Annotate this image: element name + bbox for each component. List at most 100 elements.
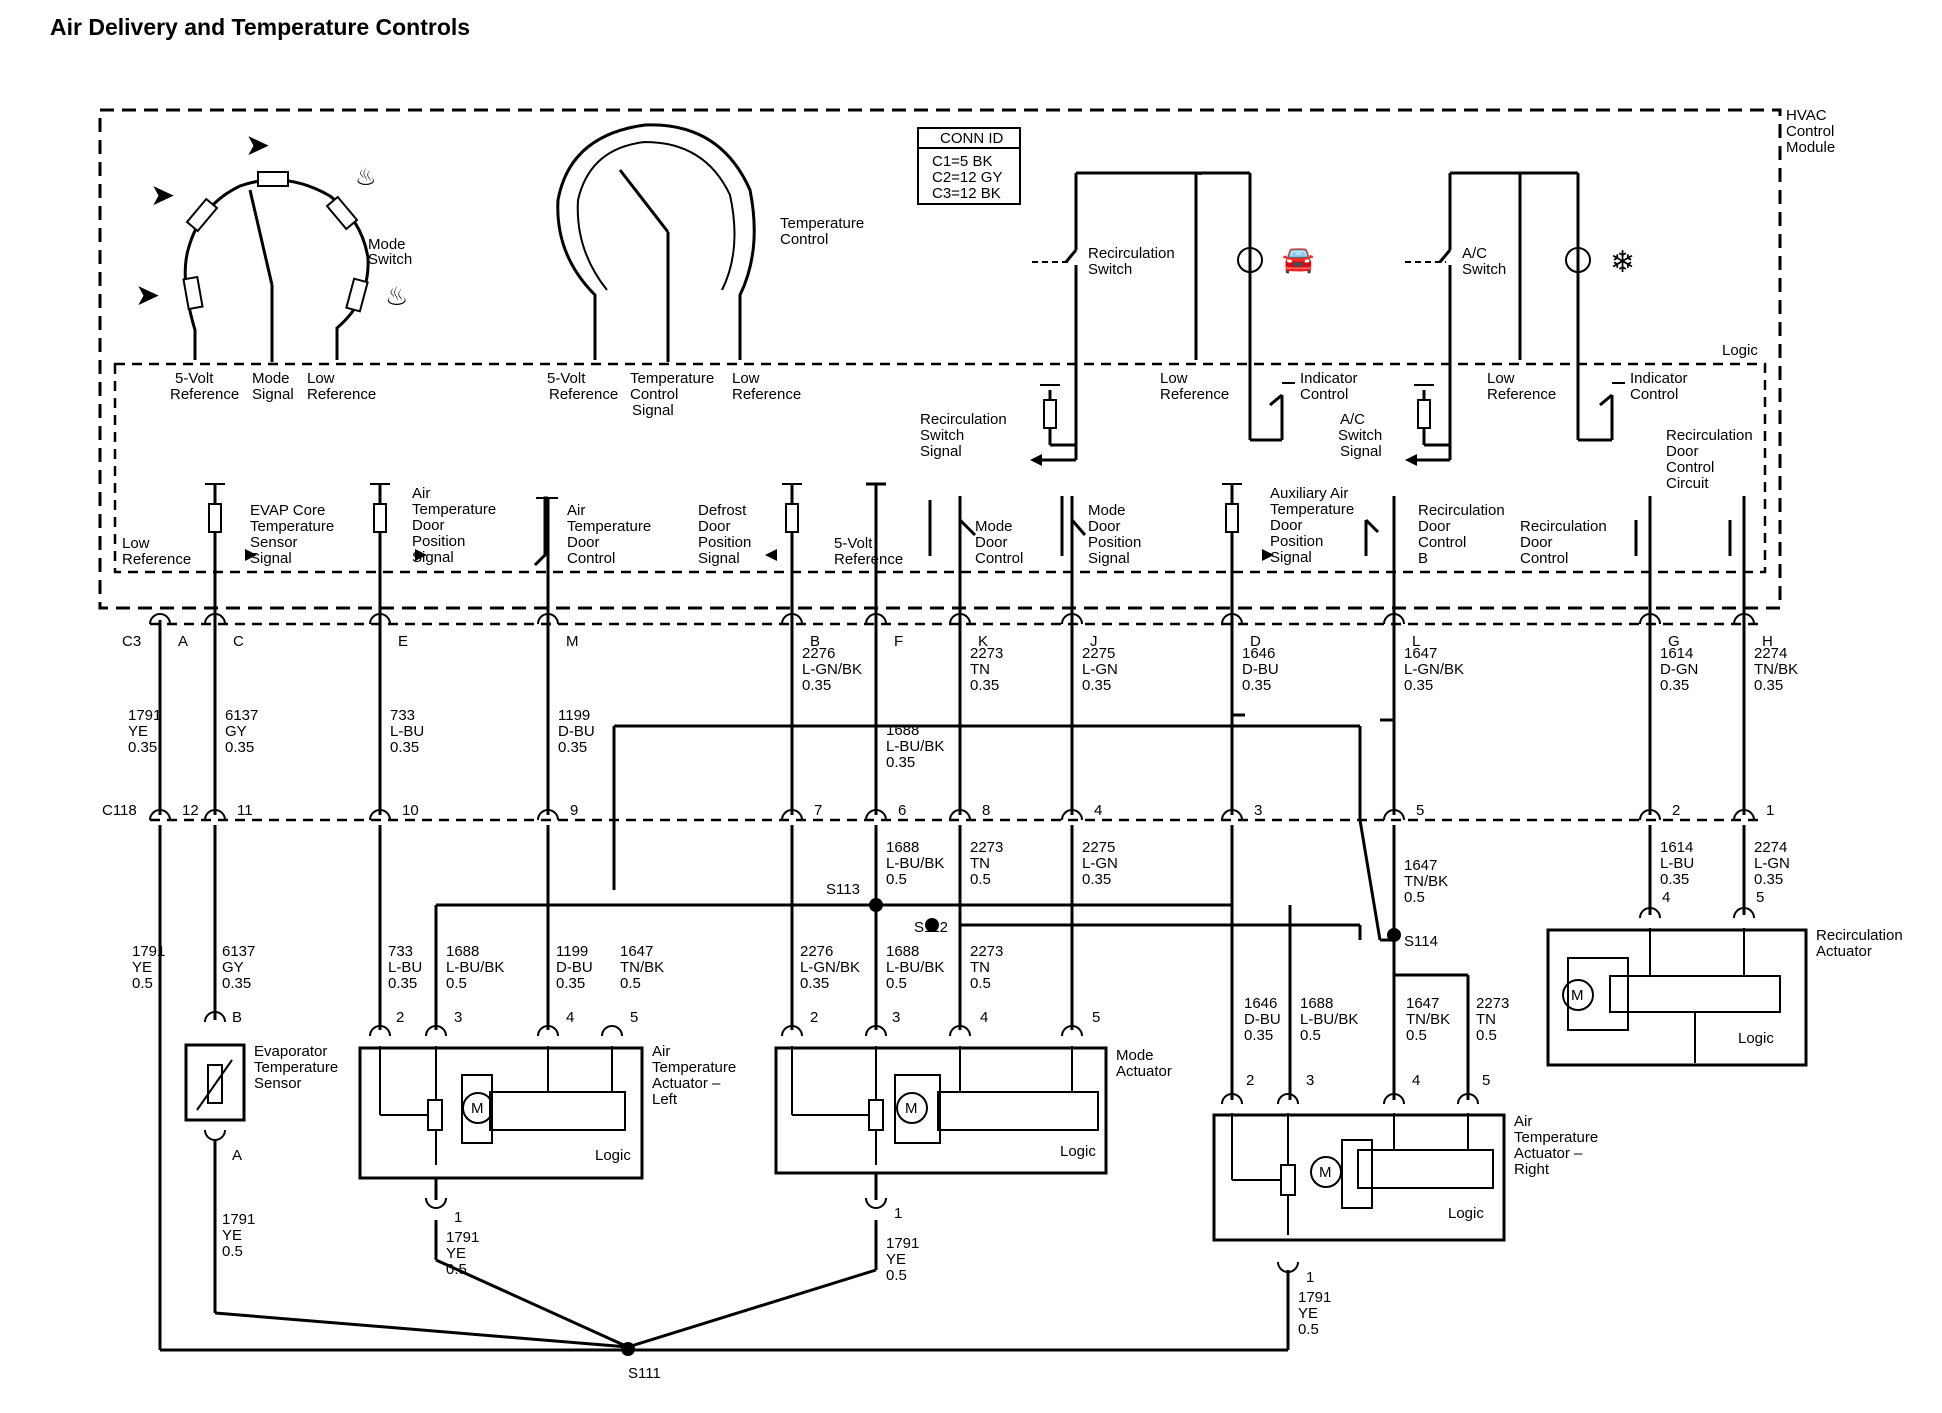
motor-left-label: M	[471, 1100, 484, 1117]
il-def-4: Signal	[698, 550, 740, 567]
c3-cavity	[369, 613, 391, 625]
actuator-wire-text: L-BU	[388, 959, 422, 976]
il-rb-2: Door	[1418, 518, 1451, 535]
actuator-left-label-1: Air	[652, 1043, 670, 1060]
upper-wire-text: 0.35	[1082, 677, 1111, 694]
recirc-sw-label-2: Switch	[1088, 261, 1132, 278]
upper-wire-text: 0.35	[1404, 677, 1433, 694]
actuator-mode-label-2: Actuator	[1116, 1063, 1172, 1080]
ms-5v-1: 5-Volt	[175, 370, 214, 387]
ar-w4-1: 1647	[1406, 995, 1439, 1012]
mode-switch-label-2: Switch	[368, 251, 412, 268]
actuator-wire-text: 0.5	[620, 975, 641, 992]
c3-pin-label: M	[566, 633, 579, 650]
upper-wire-text: L-GN/BK	[1404, 661, 1464, 678]
al-pin-5: 5	[630, 1009, 638, 1026]
upper-wire-text: D-BU	[1242, 661, 1279, 678]
c118-pin-label: 3	[1254, 802, 1262, 819]
actuator-wire-text: 1688	[446, 943, 479, 960]
c3-pin-label: K	[978, 633, 988, 650]
ar-w3-2: L-BU/BK	[1300, 1011, 1358, 1028]
il-adp-1: Air	[412, 485, 430, 502]
ac-ind-1: Indicator	[1630, 370, 1688, 387]
il-rcc-4: Circuit	[1666, 475, 1709, 492]
il-5v-2: Reference	[834, 551, 903, 568]
motor-mode-label: M	[905, 1100, 918, 1117]
evaporator-temperature-sensor: B A Evaporator Temperature Sensor 1791 Y…	[184, 1009, 338, 1260]
actuator-left-label-2: Temperature	[652, 1059, 736, 1076]
ac-low-2: Reference	[1487, 386, 1556, 403]
air-temperature-actuator-left: M Logic Air Temperature Actuator – Left …	[358, 1009, 736, 1278]
ac-ind-2: Control	[1630, 386, 1678, 403]
c3-cavity	[781, 613, 803, 625]
il-aux-5: Signal	[1270, 549, 1312, 566]
mode-switch-pin-labels: 5-Volt Reference Mode Signal Low Referen…	[170, 370, 376, 403]
actuator-mode-label-1: Mode	[1116, 1047, 1154, 1064]
c3-cavity	[1733, 613, 1755, 625]
upper-wire-text: 0.35	[390, 739, 419, 756]
c118-pin-label: 6	[898, 802, 906, 819]
upper-wire-text: L-GN	[1082, 661, 1118, 678]
actuator-wire-text: 1647	[620, 943, 653, 960]
evap-wire-a-2: YE	[222, 1227, 242, 1244]
ar-w4-3: 0.5	[1406, 1027, 1427, 1044]
ac-switch: ❄ A/C Switch Low Reference Indicator Con…	[1338, 171, 1688, 466]
lower-wire-text: 2273	[970, 839, 1003, 856]
arc-pin-4: 4	[1662, 889, 1670, 906]
temp-control-label-1: Temperature	[780, 215, 864, 232]
al-gnd-3: 0.5	[446, 1261, 467, 1278]
splice-s113	[869, 898, 883, 912]
lower-wire-text: TN/BK	[1404, 873, 1448, 890]
il-adp-3: Door	[412, 517, 445, 534]
c118-pin-label: 10	[402, 802, 419, 819]
recirculation-actuator: M Logic Recirculation Actuator 4 5	[1546, 889, 1903, 1067]
upper-wire-text: TN	[970, 661, 990, 678]
ar-gnd-3: 0.5	[1298, 1321, 1319, 1338]
actuator-wire-labels: 733L-BU0.351688L-BU/BK0.51199D-BU0.35164…	[388, 943, 1003, 992]
ar-w2-2: D-BU	[1244, 1011, 1281, 1028]
upper-wire-text: D-BU	[558, 723, 595, 740]
upper-harness	[158, 482, 1746, 942]
splice-s113-label: S113	[826, 881, 860, 898]
actuator-right-label-1: Air	[1514, 1113, 1532, 1130]
upper-wire-text: 1791	[128, 707, 161, 724]
splice-s111-label: S111	[628, 1365, 661, 1382]
lower-wire-labels: 1688L-BU/BK0.52273TN0.52275L-GN0.351647T…	[132, 839, 1790, 992]
conn-id-header: CONN ID	[940, 130, 1004, 147]
lower-wire-text: 0.35	[1660, 871, 1689, 888]
car-recirc-icon: 🚘	[1282, 244, 1314, 274]
c3-pin-label: G	[1668, 633, 1680, 650]
ac-signal-arrow	[1405, 454, 1417, 466]
ar-w5-1: 2273	[1476, 995, 1509, 1012]
lower-wire-text: 6137	[222, 943, 255, 960]
il-mdp-4: Signal	[1088, 550, 1130, 567]
upper-wire-text: 0.35	[128, 739, 157, 756]
upper-wire-text: 0.35	[1754, 677, 1783, 694]
lower-wire-text: 0.35	[1754, 871, 1783, 888]
il-adp-4: Position	[412, 533, 465, 550]
evap-wire-a-1: 1791	[222, 1211, 255, 1228]
c3-pin-label: D	[1250, 633, 1261, 650]
actuator-wire-text: L-BU/BK	[886, 959, 944, 976]
actuator-recirc-label-1: Recirculation	[1816, 927, 1903, 944]
il-mdp-3: Position	[1088, 534, 1141, 551]
temperature-control: Temperature Control 5-Volt Reference Tem…	[547, 123, 864, 419]
ac-indicator-lamp	[1565, 247, 1591, 273]
upper-wire-text: 1199	[558, 707, 590, 724]
il-def-2: Door	[698, 518, 731, 535]
upper-wire-text: 2273	[970, 645, 1003, 662]
upper-wire-text: L-BU	[390, 723, 424, 740]
actuator-wire-text: 2276	[800, 943, 833, 960]
c3-cavity	[537, 613, 559, 625]
logic-boundary	[113, 362, 1767, 574]
actuator-wire-text: 0.35	[388, 975, 417, 992]
upper-wire-text: 0.35	[1242, 677, 1271, 694]
upper-wire-text: 1688	[886, 722, 919, 739]
lower-wire-text: L-GN	[1754, 855, 1790, 872]
c3-pin-label: E	[398, 633, 408, 650]
il-evap-2: Temperature	[250, 518, 334, 535]
module-name-3: Module	[1786, 139, 1835, 156]
il-rc-1: Recirculation	[1520, 518, 1607, 535]
